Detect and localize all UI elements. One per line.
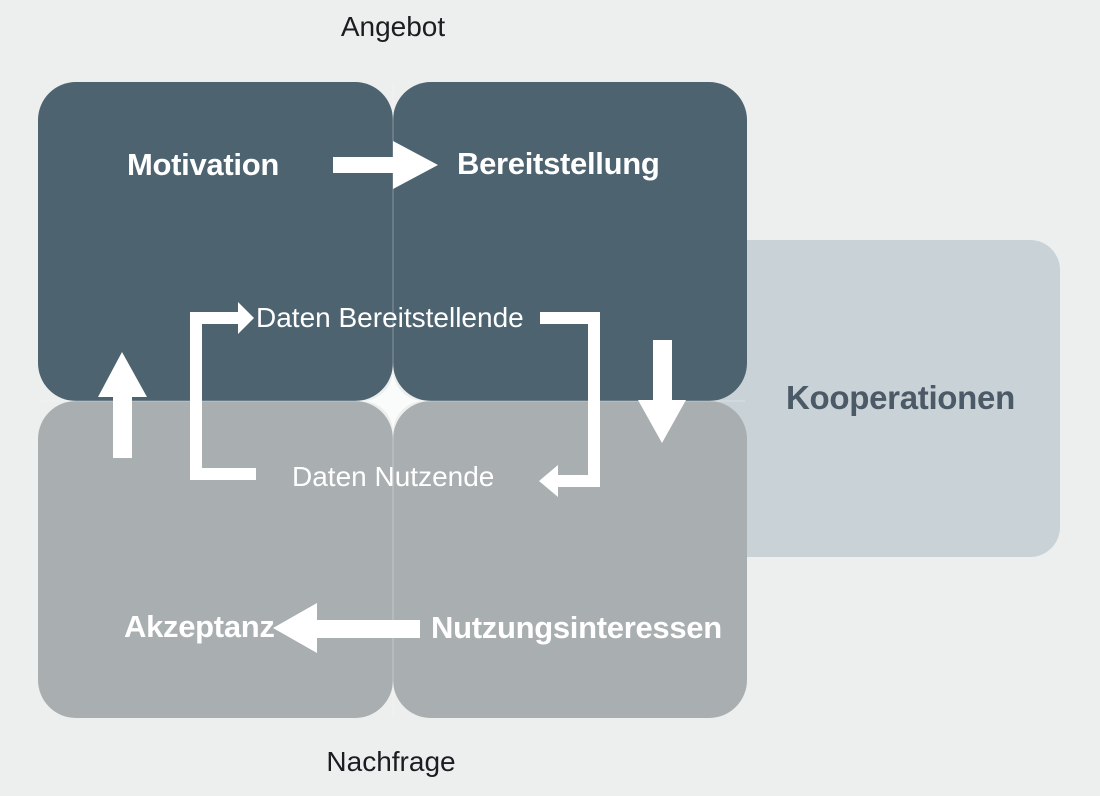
bereitstellung-box: [393, 82, 747, 401]
nutzungsinteressen-box: [393, 401, 747, 718]
motivation-box: [38, 82, 393, 401]
bereitstellung-label: Bereitstellung: [457, 146, 660, 181]
akzeptanz-box: [38, 401, 393, 718]
nutzungsinteressen-label: Nutzungsinteressen: [431, 610, 722, 645]
daten-nutzende-label: Daten Nutzende: [292, 461, 495, 492]
kooperationen-label: Kooperationen: [786, 379, 1015, 416]
kooperationen-box: [700, 240, 1060, 557]
axis-label-angebot: Angebot: [340, 11, 446, 42]
motivation-label: Motivation: [127, 147, 279, 182]
daten-bereitstellende-label: Daten Bereitstellende: [256, 302, 524, 333]
axis-label-nachfrage: Nachfrage: [326, 746, 456, 777]
akzeptanz-label: Akzeptanz: [124, 609, 275, 644]
